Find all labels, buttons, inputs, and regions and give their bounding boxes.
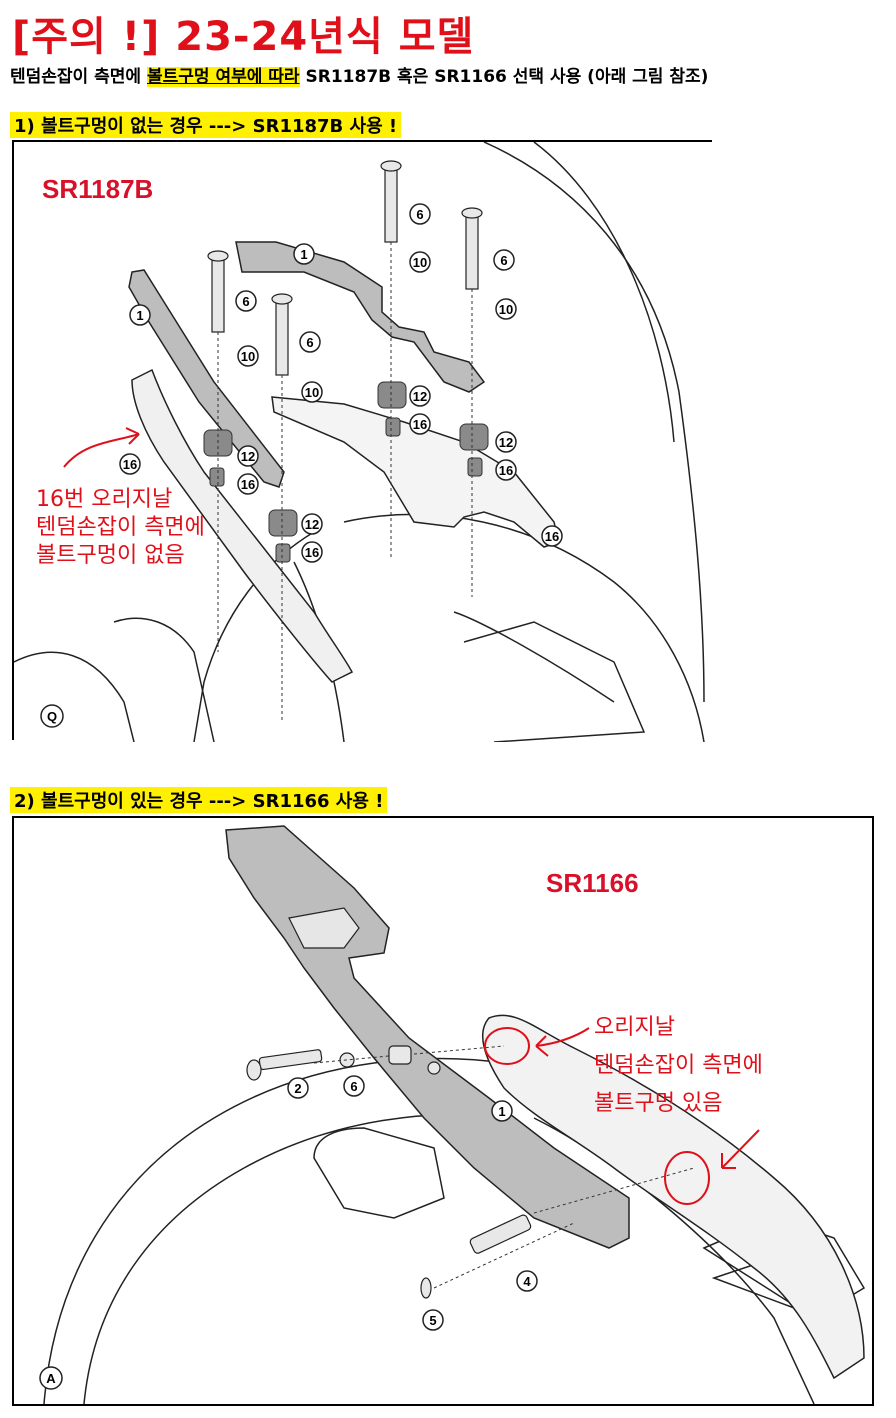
bracket-top <box>235 241 486 393</box>
note-line: 텐덤손잡이 측면에 <box>594 1053 763 1078</box>
grab-rail-left <box>131 368 354 683</box>
callout: 10 <box>305 385 319 400</box>
callout: 10 <box>499 302 513 317</box>
callout: 12 <box>413 389 427 404</box>
callout: 2 <box>294 1081 301 1096</box>
grab-handle <box>481 1014 865 1380</box>
callout: 6 <box>242 294 249 309</box>
callout: 5 <box>429 1313 436 1328</box>
highlight-circle <box>484 1027 530 1065</box>
callout: 16 <box>545 529 559 544</box>
callout: 16 <box>241 477 255 492</box>
subtitle-highlight: 볼트구멍 여부에 따라 <box>146 67 300 87</box>
callout: 12 <box>305 517 319 532</box>
callout: 1 <box>498 1104 505 1119</box>
highlight-circle <box>664 1151 710 1205</box>
section1-heading: 1) 볼트구멍이 없는 경우 ---> SR1187B 사용 ! <box>10 112 402 138</box>
callout: 1 <box>136 308 143 323</box>
callout: 10 <box>413 255 427 270</box>
section1-diagram: 1 1 6 6 6 6 10 10 10 10 12 12 12 12 16 1… <box>12 140 712 742</box>
page-subtitle: 텐덤손잡이 측면에 볼트구멍 여부에 따라 SR1187B 혹은 SR1166 … <box>10 62 708 87</box>
note-line: 텐덤손잡이 측면에 <box>36 515 205 540</box>
subtitle-before: 텐덤손잡이 측면에 <box>10 67 147 87</box>
callout: 16 <box>305 545 319 560</box>
corner-label: Q <box>47 709 57 724</box>
subtitle-after: SR1187B 혹은 SR1166 선택 사용 (아래 그림 참조) <box>299 67 709 87</box>
model-label: SR1166 <box>546 868 639 898</box>
note-line: 16번 오리지날 <box>36 487 173 512</box>
callout: 12 <box>499 435 513 450</box>
red-arrow <box>63 433 140 468</box>
callout: 16 <box>123 457 137 472</box>
corner-label: A <box>46 1371 56 1386</box>
callout: 12 <box>241 449 255 464</box>
callout: 6 <box>306 335 313 350</box>
callout: 4 <box>523 1274 531 1289</box>
note-line: 볼트구멍 있음 <box>594 1091 723 1116</box>
callout: 6 <box>500 253 507 268</box>
callout: 10 <box>241 349 255 364</box>
callout: 6 <box>416 207 423 222</box>
section1-drawing: 1 1 6 6 6 6 10 10 10 10 12 12 12 12 16 1… <box>14 142 705 742</box>
callout: 16 <box>499 463 513 478</box>
callout: 1 <box>300 247 307 262</box>
note-line: 오리지날 <box>594 1015 675 1040</box>
model-label: SR1187B <box>42 174 154 204</box>
section2-heading: 2) 볼트구멍이 있는 경우 ---> SR1166 사용 ! <box>10 787 388 813</box>
section2-diagram: 1 2 4 5 6 A SR1166 오리지날 텐덤손잡이 측면에 볼트구멍 있… <box>12 816 874 1406</box>
section2-drawing: 1 2 4 5 6 A <box>39 825 866 1404</box>
grab-rail-right <box>271 396 560 548</box>
note-line: 볼트구멍이 없음 <box>36 543 185 568</box>
callout: 6 <box>350 1079 357 1094</box>
page-title: [주의 !] 23-24년식 모델 <box>12 14 475 60</box>
callout: 16 <box>413 417 427 432</box>
